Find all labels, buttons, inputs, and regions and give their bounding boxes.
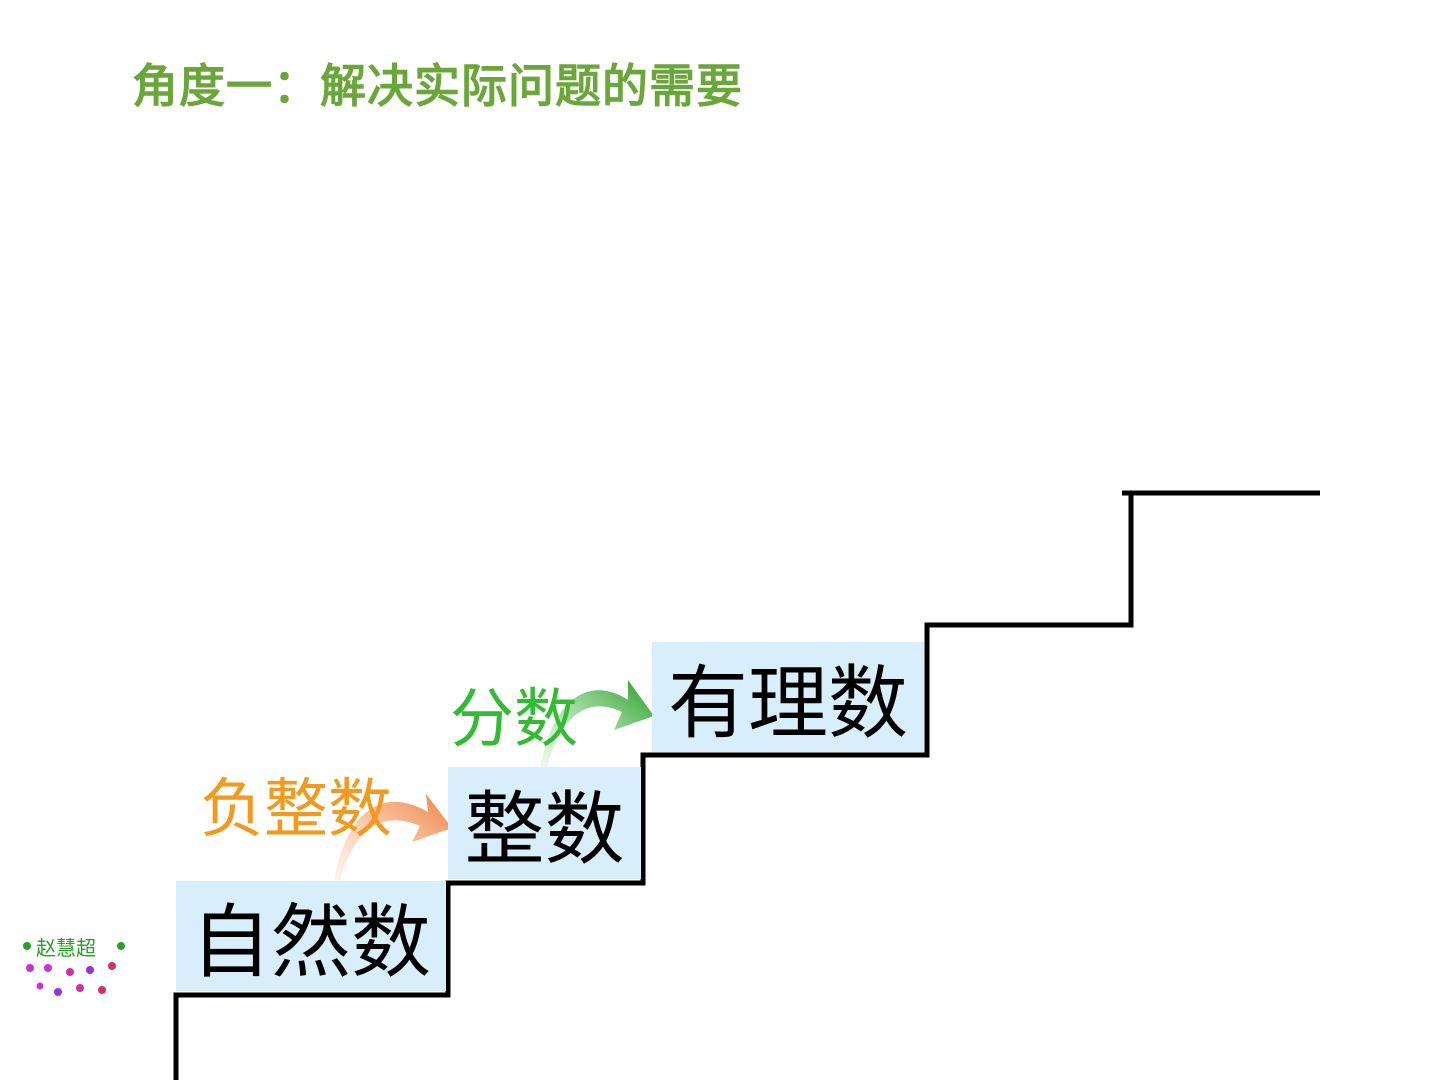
step-integers: 整数 bbox=[448, 767, 641, 879]
author-logo: 赵慧超 bbox=[20, 930, 132, 1002]
author-name: 赵慧超 bbox=[36, 936, 96, 960]
step-rational-numbers: 有理数 bbox=[652, 642, 924, 752]
slide-title: 角度一：解决实际问题的需要 bbox=[132, 59, 743, 113]
curved-arrow-negative-integers bbox=[334, 794, 452, 880]
stair-outline bbox=[173, 490, 1320, 1080]
step-natural-numbers: 自然数 bbox=[176, 881, 446, 991]
flower-decoration-icon bbox=[23, 942, 125, 996]
curved-arrow-fractions bbox=[540, 680, 654, 768]
label-fractions: 分数 bbox=[450, 683, 578, 757]
label-negative-integers: 负整数 bbox=[200, 773, 392, 847]
